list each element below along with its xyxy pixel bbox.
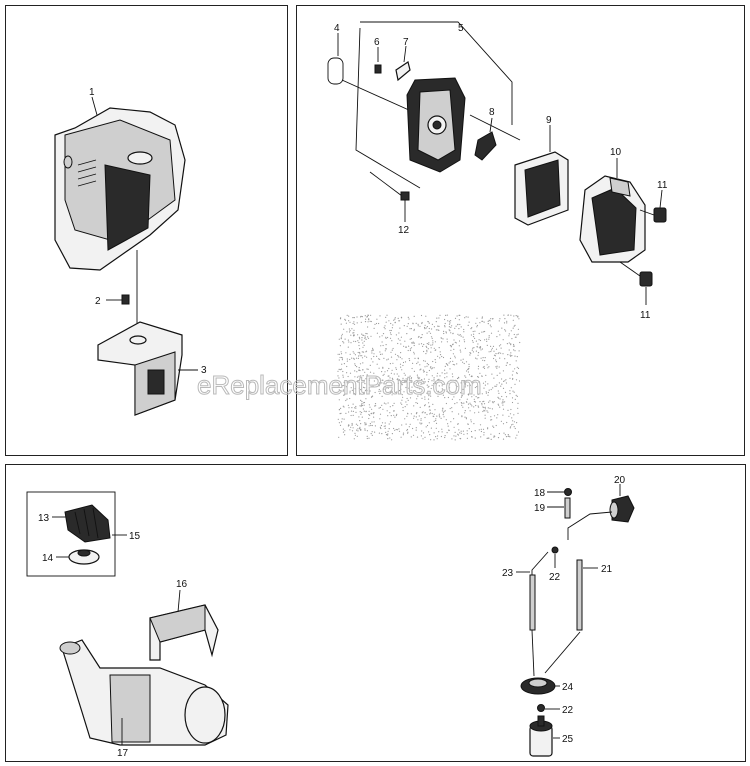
callout-13: 13 [38, 513, 50, 524]
part-bolt-12 [369, 171, 410, 201]
callout-22-lower: 22 [562, 705, 574, 716]
part-muffler-17 [59, 639, 229, 746]
callout-16: 16 [176, 579, 188, 590]
callout-1: 1 [89, 87, 95, 98]
part-screw-2 [106, 294, 130, 305]
callout-17: 17 [117, 748, 129, 759]
leader-11-upper [659, 189, 663, 209]
part-knob-11-lower [619, 261, 653, 287]
part-line-21 [576, 559, 583, 631]
leader-5-left [355, 27, 421, 189]
callout-22-upper: 22 [549, 572, 561, 583]
callout-9: 9 [546, 115, 552, 126]
callout-11-lower: 11 [640, 310, 651, 321]
part-heat-shield-16 [149, 604, 219, 661]
callout-15: 15 [129, 531, 141, 542]
callout-3: 3 [201, 365, 207, 376]
leader-4-base [341, 79, 421, 116]
callout-24: 24 [562, 682, 574, 693]
callout-12: 12 [398, 225, 410, 236]
callout-6: 6 [374, 37, 380, 48]
leader-1 [91, 96, 98, 116]
callout-14: 14 [42, 553, 54, 564]
callout-23: 23 [502, 568, 514, 579]
callout-2: 2 [95, 296, 101, 307]
part-line-23 [529, 551, 549, 677]
leader-7 [403, 45, 407, 63]
part-shroud [54, 107, 186, 271]
part-fuel-filter-cap-24 [520, 677, 556, 695]
panel-shroud [5, 5, 288, 456]
callout-10: 10 [610, 147, 622, 158]
watermark: eReplacementParts.com [197, 370, 482, 400]
leader-9-base [469, 114, 521, 141]
part-pin-6 [374, 64, 382, 74]
callout-4: 4 [334, 23, 340, 34]
part-cap-gasket-14 [68, 549, 100, 565]
leader-16 [177, 589, 181, 613]
part-spring-7 [395, 61, 411, 82]
part-fuel-filter-25 [529, 715, 553, 757]
stippled-block [337, 314, 521, 441]
callout-8: 8 [489, 107, 495, 118]
part-cover-10 [579, 175, 646, 263]
panel-muffler-fuel [5, 464, 746, 762]
part-fuel-cap-13 [64, 504, 111, 543]
part-grommet-18 [564, 488, 572, 496]
part-gasket-4 [327, 57, 344, 85]
fuel-return-line [544, 631, 581, 674]
callout-19: 19 [534, 503, 546, 514]
part-latch-8 [474, 131, 497, 161]
callout-20: 20 [614, 475, 626, 486]
panel-air-filter [296, 5, 745, 456]
callout-25: 25 [562, 734, 574, 745]
part-air-filter-base-5 [406, 77, 466, 173]
callout-11-upper: 11 [657, 180, 668, 191]
part-primer-20 [567, 495, 635, 540]
fuel-cap-inset-box [26, 491, 116, 577]
part-grommet-22-upper [551, 546, 559, 554]
part-bracket [97, 321, 183, 416]
callout-7: 7 [403, 37, 409, 48]
leader-5-bracket [360, 21, 513, 125]
part-grommet-22-lower [537, 704, 545, 712]
part-line-19 [564, 497, 571, 519]
callout-5: 5 [458, 23, 464, 34]
part-filter-element-9 [514, 151, 569, 226]
callout-21: 21 [601, 564, 613, 575]
callout-18: 18 [534, 488, 546, 499]
part-knob-11-upper [639, 207, 667, 223]
